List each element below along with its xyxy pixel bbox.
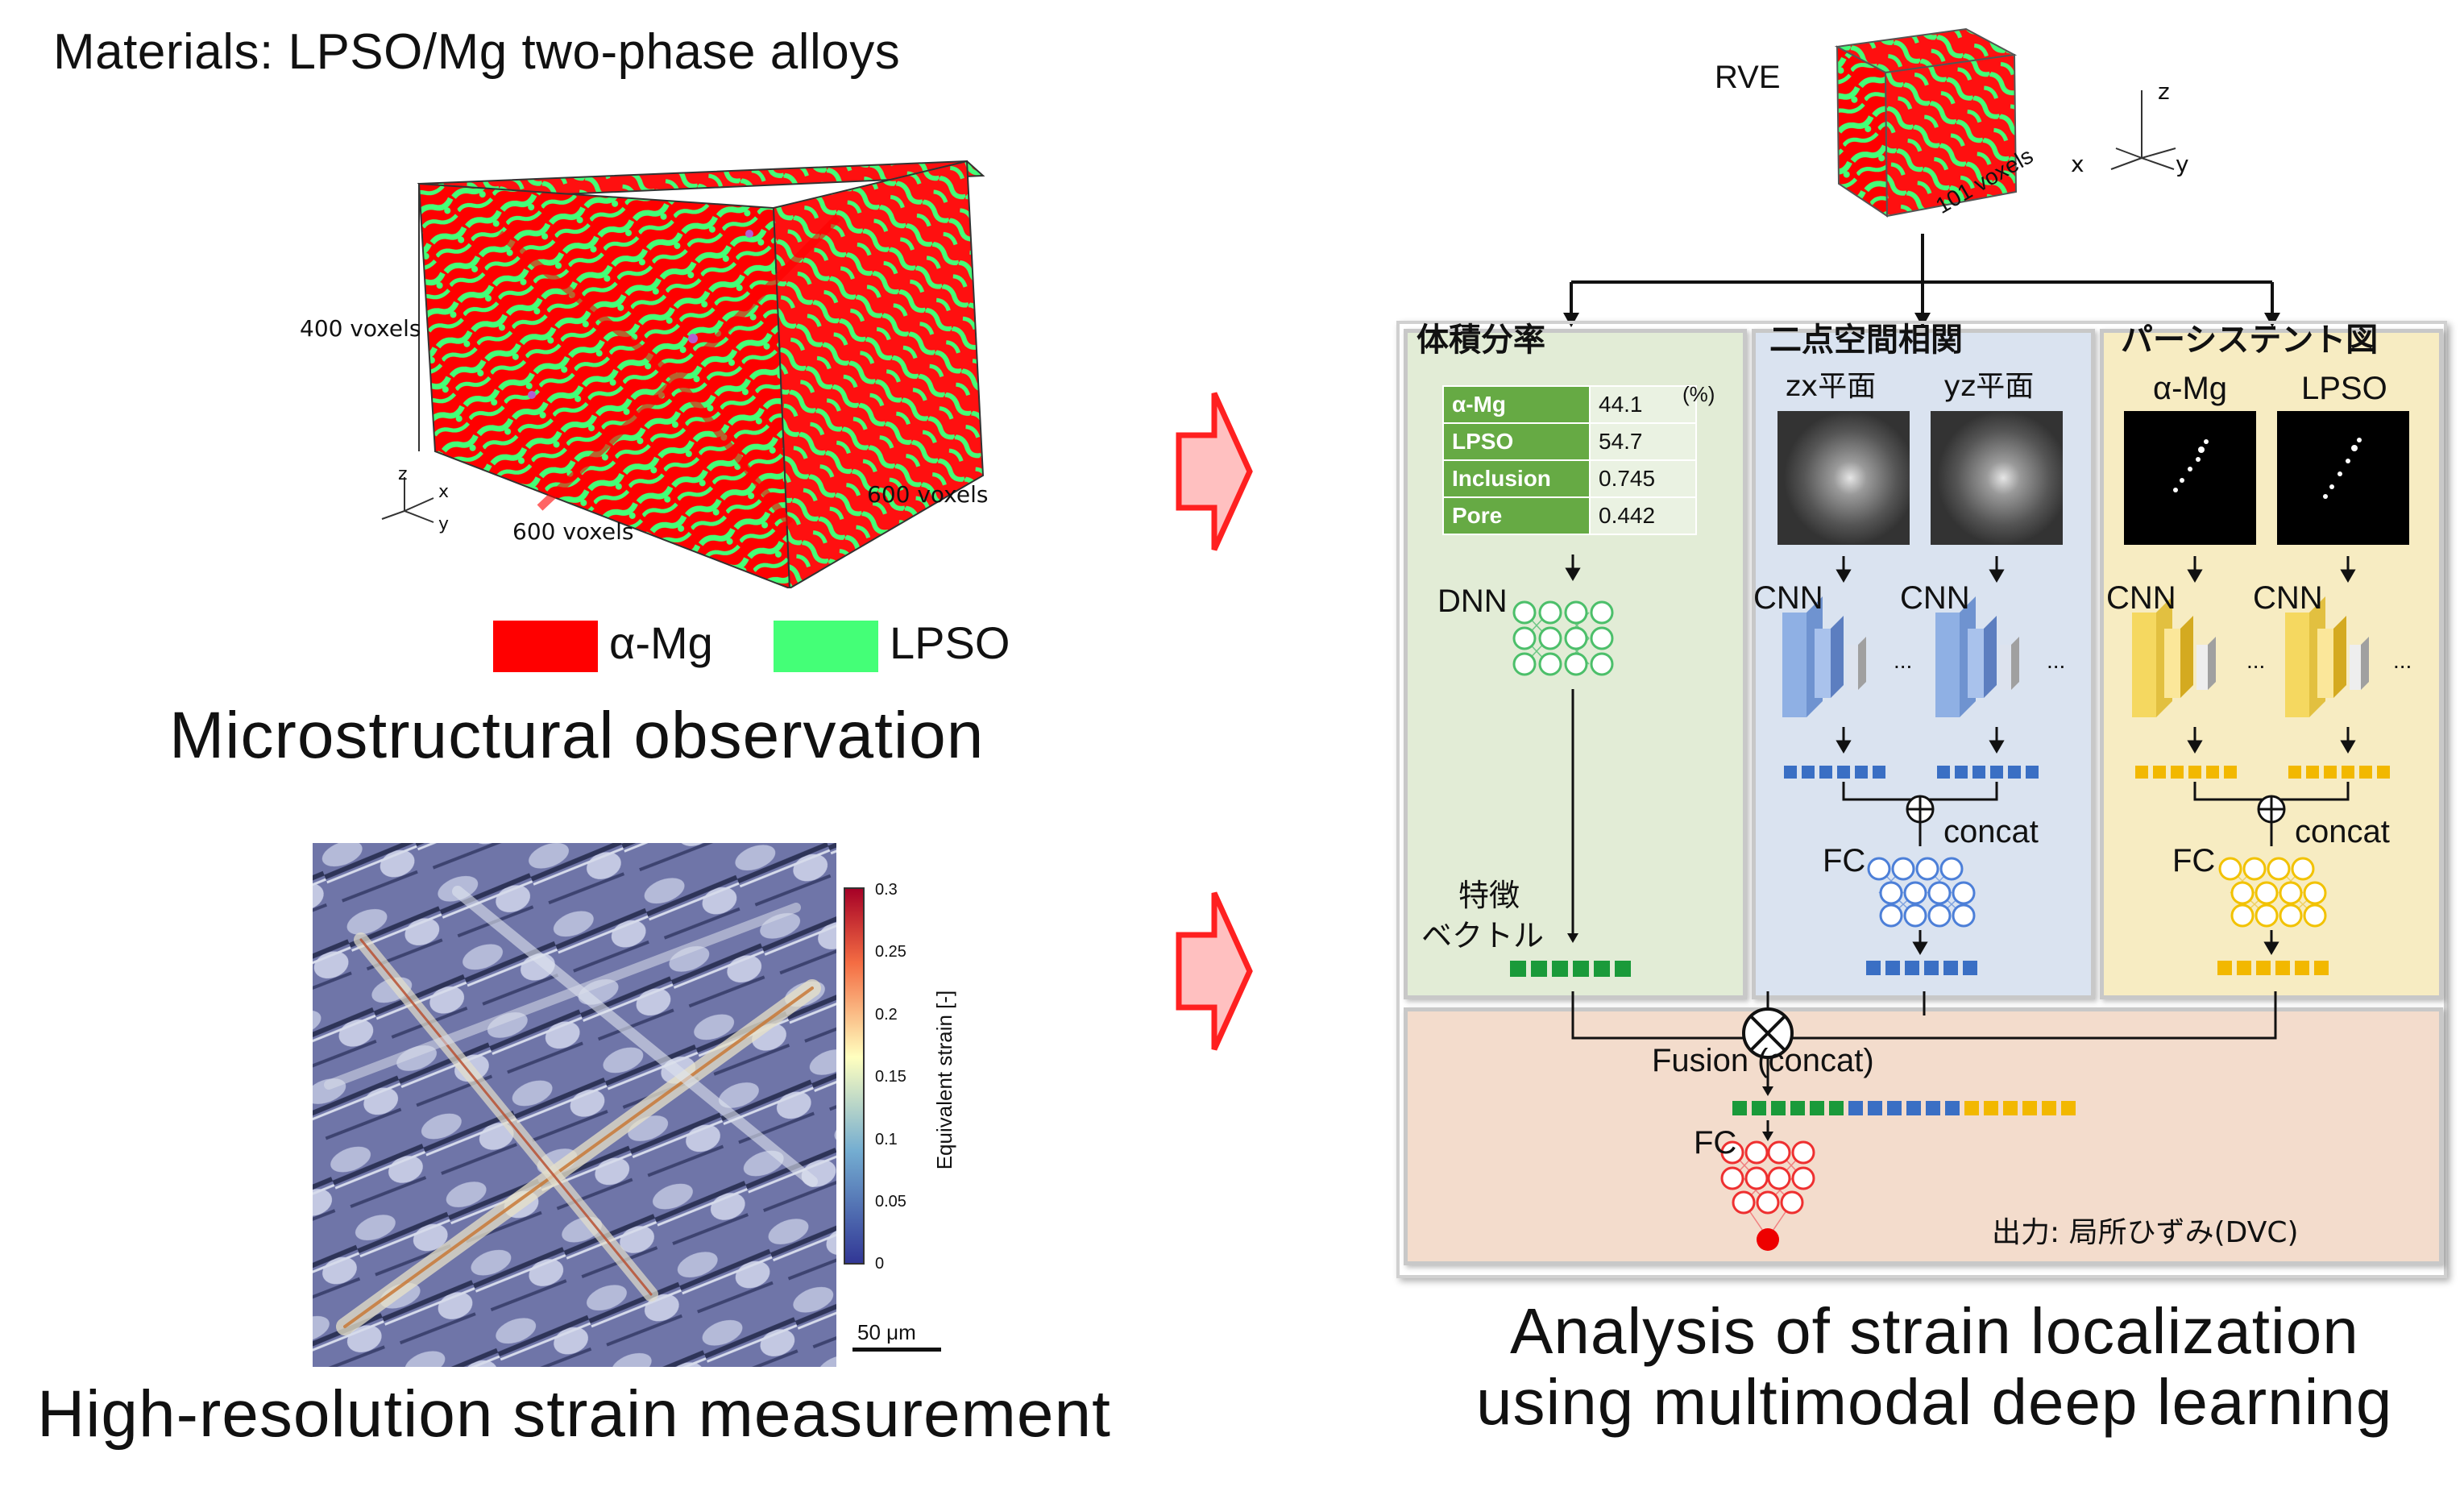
caption-analysis-line1: Analysis of strain localization: [1510, 1295, 2359, 1367]
branch-connector: [1563, 234, 2280, 327]
caption-strain-measurement: High-resolution strain measurement: [37, 1377, 1111, 1451]
model-frame: [1396, 321, 2447, 1278]
pers-dots-1: ...: [2246, 648, 2266, 673]
pers-img2-label: LPSO: [2301, 371, 2387, 406]
fusion-diagram: [1571, 991, 2277, 1251]
pers-cnn2-label: CNN: [2253, 580, 2323, 616]
vf-name: Inclusion: [1442, 459, 1591, 498]
strain-map-image: [313, 843, 836, 1367]
colorbar-tick-4: 0.1: [875, 1131, 898, 1148]
microstructure-cube: [417, 160, 985, 588]
pers-fc-label: FC: [2172, 843, 2216, 878]
caption-microstructural: Microstructural observation: [169, 699, 985, 772]
correlation-images: [1777, 411, 2063, 545]
vf-value: 54.7: [1589, 422, 1697, 461]
right-arrow-icon: [1176, 891, 1253, 1051]
rve-axis-y: y: [2176, 151, 2189, 177]
output-label: 出力: 局所ひずみ(DVC): [1992, 1216, 2299, 1249]
cube-front-face: [417, 182, 791, 588]
corr-img1-label: zx平面: [1786, 370, 1877, 403]
colorbar-tick-0: 0.3: [875, 881, 898, 899]
dnn-label: DNN: [1437, 584, 1508, 619]
dim-side-label: 600 voxels: [867, 481, 989, 508]
vf-value: 44.1: [1589, 385, 1697, 424]
pers-cnn1-label: CNN: [2106, 580, 2176, 616]
persistence-images: [2124, 411, 2409, 545]
corr-fc-label: FC: [1823, 843, 1866, 878]
corr-panel-title: 二点空間相関: [1769, 322, 1963, 359]
materials-title: Materials: LPSO/Mg two-phase alloys: [53, 24, 901, 80]
rve-axis-x: x: [2071, 151, 2084, 177]
fusion-fc-label: FC: [1694, 1125, 1737, 1161]
colorbar-tick-3: 0.15: [875, 1068, 906, 1086]
corr-concat-label: concat: [1943, 814, 2039, 849]
right-arrow-icon: [1176, 392, 1253, 551]
vf-value: 0.442: [1589, 496, 1697, 535]
pers-dots-2: ...: [2393, 648, 2412, 673]
pers-img1-label: α-Mg: [2153, 371, 2228, 406]
vf-name: Pore: [1442, 496, 1591, 535]
vf-value: 0.745: [1589, 459, 1697, 498]
vf-panel-title: 体積分率: [1417, 322, 1545, 359]
rve-axis-z: z: [2158, 78, 2170, 105]
axis-triad-icon: [2110, 90, 2176, 170]
vf-name: LPSO: [1442, 422, 1591, 461]
dim-vertical-label: 400 voxels: [300, 315, 421, 342]
caption-analysis-line2: using multimodal deep learning: [1476, 1366, 2393, 1438]
cube-right-face: [772, 160, 985, 588]
colorbar-tick-6: 0: [875, 1255, 885, 1273]
pers-concat-label: concat: [2295, 814, 2390, 849]
axis-z-label: z: [398, 464, 408, 484]
feature-label-line2: ベクトル: [1421, 918, 1545, 953]
corr-cnn1-label: CNN: [1753, 580, 1823, 616]
colorbar-tick-1: 0.25: [875, 943, 906, 961]
colorbar: [844, 887, 865, 1265]
vf-unit: (%): [1682, 382, 1715, 406]
pers-panel-title: パーシステント図: [2121, 322, 2379, 359]
axis-x-label: x: [438, 482, 450, 502]
colorbar-tick-2: 0.2: [875, 1006, 898, 1024]
legend-label-mg: α-Mg: [609, 617, 713, 668]
vf-name: α-Mg: [1442, 385, 1591, 424]
feature-label-line1: 特徴: [1458, 878, 1520, 913]
corr-cnn2-label: CNN: [1900, 580, 1970, 616]
corr-img2-label: yz平面: [1943, 370, 2035, 403]
corr-dots-2: ...: [2047, 648, 2066, 673]
dim-front-label: 600 voxels: [512, 518, 634, 545]
axis-y-label: y: [438, 514, 450, 534]
colorbar-tick-5: 0.05: [875, 1193, 906, 1211]
corr-dots-1: ...: [1894, 648, 1913, 673]
scalebar-line: [852, 1348, 941, 1352]
legend-swatch-mg: [493, 621, 598, 672]
scalebar-label: 50 μm: [857, 1320, 916, 1344]
fusion-label: Fusion (concat): [1652, 1043, 1874, 1078]
rve-cube: [1834, 27, 2018, 218]
rve-label: RVE: [1715, 60, 1781, 95]
colorbar-title: Equivalent strain [-]: [932, 990, 956, 1170]
network-diagrams: [1510, 554, 2390, 977]
axis-triad-icon: [381, 477, 434, 523]
legend-label-lpso: LPSO: [890, 617, 1010, 668]
legend-swatch-lpso: [774, 621, 878, 672]
